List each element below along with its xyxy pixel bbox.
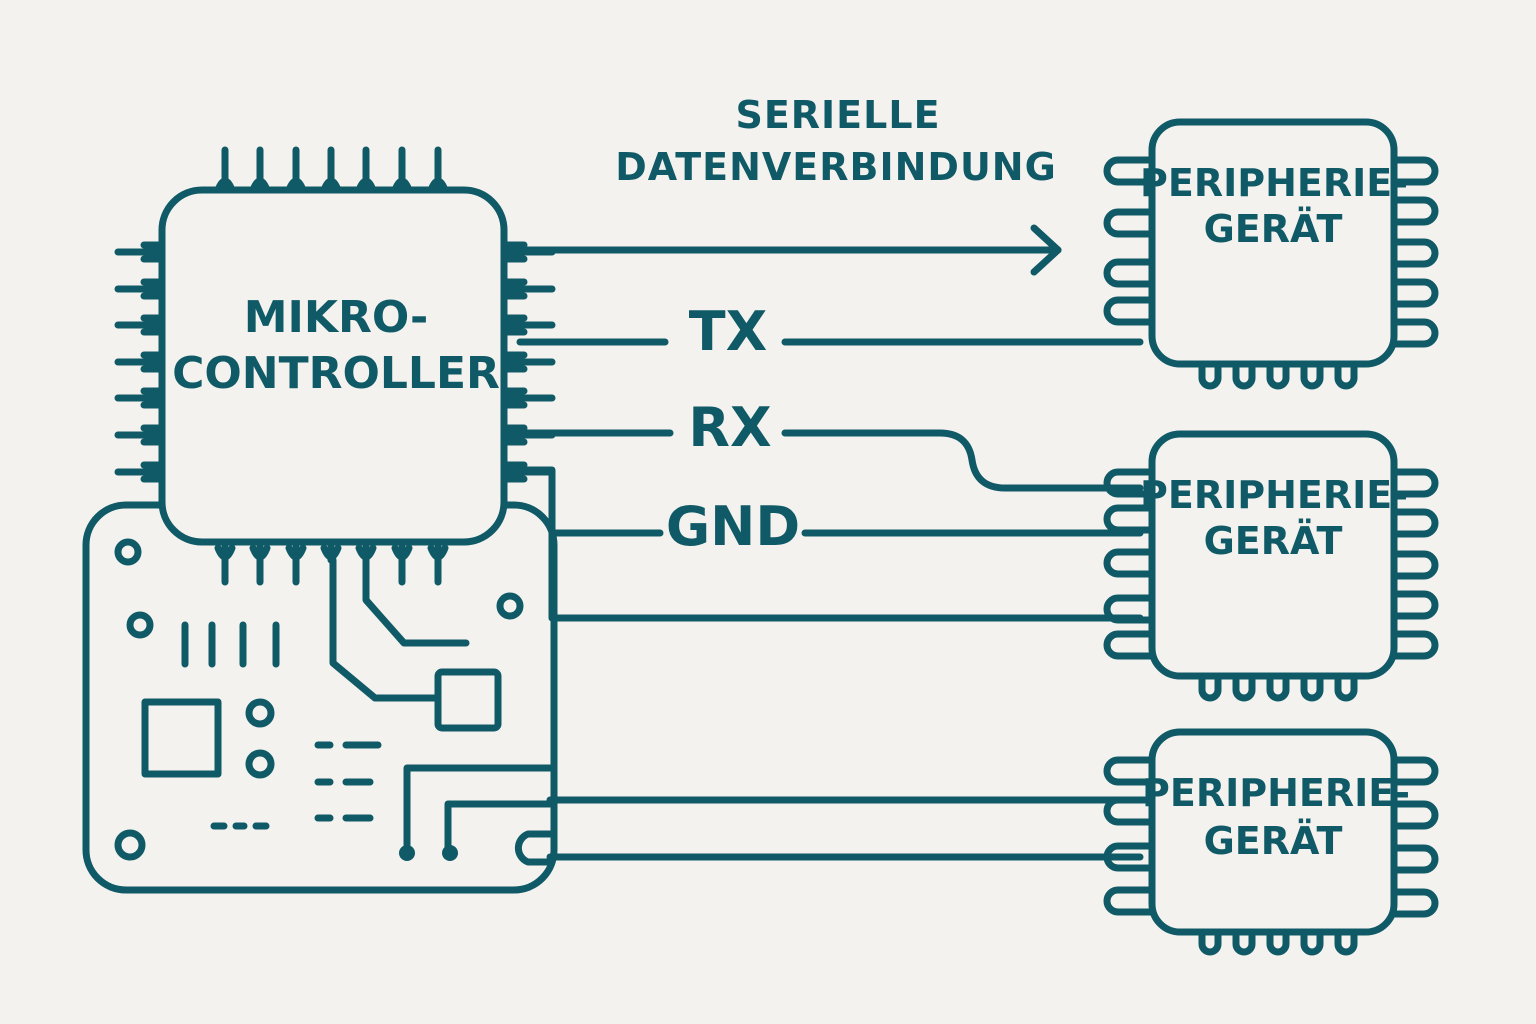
mounting-hole [496, 592, 524, 620]
trace [444, 800, 554, 854]
peripheral-2-label-line1: PERIPHERIE- [1140, 473, 1408, 517]
mounting-hole [114, 829, 146, 861]
diagram-title-line2: DATENVERBINDUNG [615, 145, 1057, 189]
peripheral-1-label-line2: GERÄT [1204, 207, 1343, 251]
gnd-wire [516, 466, 664, 537]
trace [362, 556, 470, 647]
small-chip [141, 698, 222, 778]
mounting-hole [114, 538, 142, 566]
microcontroller-chip: MIKRO- CONTROLLER [114, 146, 556, 586]
peripheral-3-label-line1: PERIPHERIE- [1142, 771, 1410, 815]
gnd-label: GND [666, 495, 800, 558]
pad [245, 749, 275, 779]
signal-wires [516, 338, 1144, 861]
trace [403, 764, 554, 854]
mcu-label-line2: CONTROLLER [172, 348, 500, 399]
resistor-array [181, 621, 280, 668]
pad [245, 698, 275, 728]
trace [329, 556, 442, 702]
connector-pad [434, 668, 502, 732]
edge-connector [514, 830, 556, 866]
mcu-label-line1: MIKRO- [244, 292, 429, 343]
peripheral-2-label-line2: GERÄT [1204, 519, 1343, 563]
wire [548, 529, 1144, 622]
mounting-hole [126, 611, 154, 639]
peripheral-device-1: PERIPHERIE- GERÄT [1103, 118, 1439, 390]
silkscreen-marks [210, 741, 382, 830]
peripheral-1-label-line1: PERIPHERIE- [1140, 161, 1408, 205]
peripheral-device-3: PERIPHERIE- GERÄT [1103, 728, 1439, 956]
data-direction-arrow [516, 224, 1062, 276]
tx-label: TX [689, 300, 767, 363]
rx-wire [781, 429, 1144, 492]
peripheral-3-label-line2: GERÄT [1204, 819, 1343, 863]
peripheral-device-2: PERIPHERIE- GERÄT [1103, 430, 1439, 702]
diagram-title-line1: SERIELLE [735, 93, 940, 137]
rx-label: RX [688, 396, 771, 459]
pcb-board [82, 501, 558, 894]
